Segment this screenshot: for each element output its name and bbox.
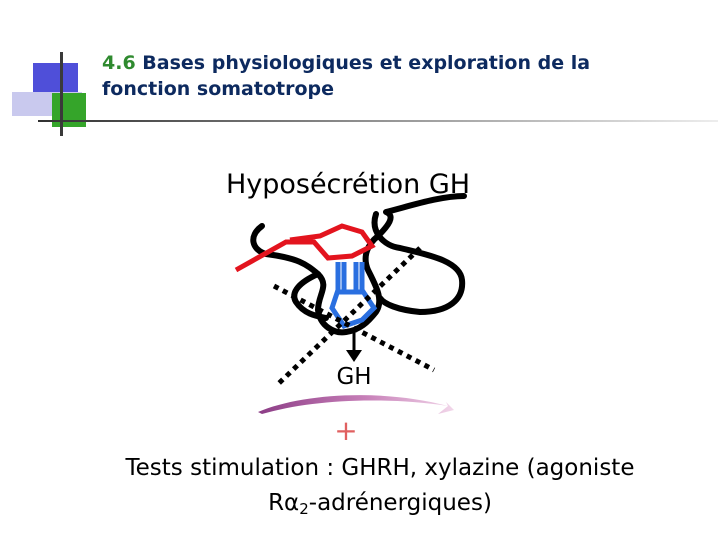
- curved-arrow: [258, 395, 454, 414]
- gh-label: GH: [336, 364, 371, 390]
- release-arrow-head: [346, 350, 362, 362]
- stimulation-tests-line-1: Tests stimulation : GHRH, xylazine (agon…: [60, 450, 700, 486]
- receptor-prefix: Rα: [268, 490, 299, 516]
- plus-sign: +: [334, 414, 357, 447]
- hyposecretion-label: Hyposécrétion GH: [226, 169, 470, 200]
- receptor-suffix: -adrénergiques): [309, 490, 492, 516]
- protein-backbone: [253, 196, 464, 332]
- gh-hormone-diagram: Hyposécrétion GH GH +: [0, 0, 720, 450]
- receptor-subscript: 2: [299, 500, 309, 518]
- stimulation-tests-line-2: Rα2-adrénergiques): [60, 485, 700, 527]
